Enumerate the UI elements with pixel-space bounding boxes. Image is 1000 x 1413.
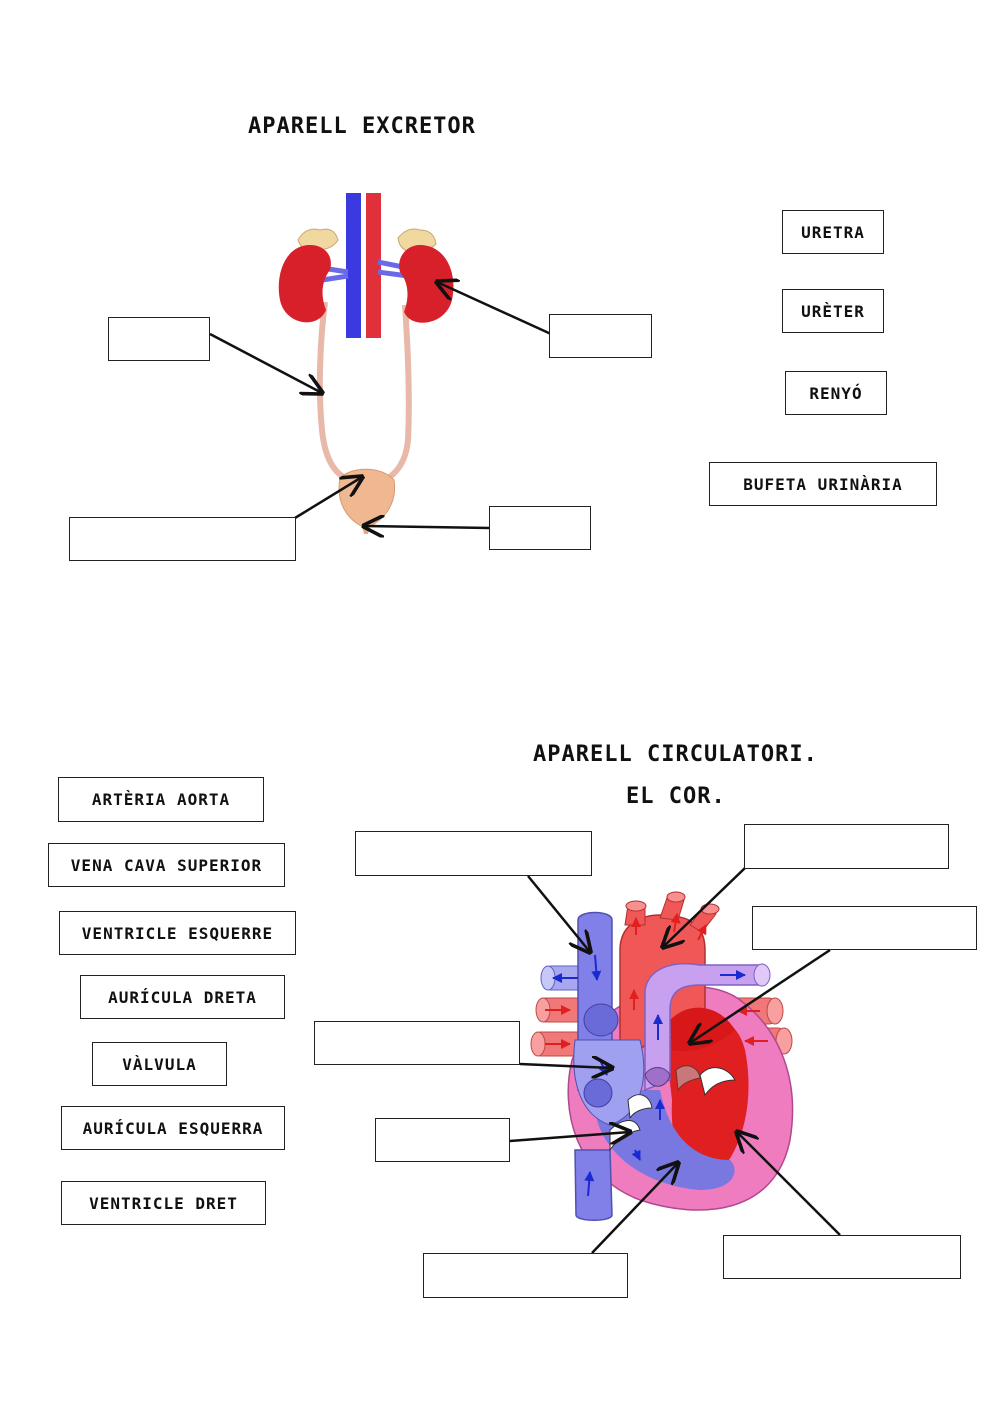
ureter-left (316, 301, 352, 483)
circulatori-title: APARELL CIRCULATORI. (533, 742, 818, 767)
word-arteria-aorta[interactable]: ARTÈRIA AORTA (58, 777, 264, 822)
word-uretra[interactable]: URETRA (782, 210, 884, 254)
word-bufeta-urinaria[interactable]: BUFETA URINÀRIA (709, 462, 937, 506)
word-ventricle-dret[interactable]: VENTRICLE DRET (61, 1181, 266, 1225)
excretor-pointer-lines (209, 282, 552, 528)
word-auricula-dreta[interactable]: AURÍCULA DRETA (80, 975, 285, 1019)
word-vena-cava-superior[interactable]: VENA CAVA SUPERIOR (48, 843, 285, 887)
inferior-vena-cava (574, 1149, 613, 1221)
word-ventricle-esquerre[interactable]: VENTRICLE ESQUERRE (59, 911, 296, 955)
arrow-to-aorta (663, 867, 746, 947)
arrow-to-ureter (209, 332, 322, 393)
drop-zone-right-atrium[interactable] (314, 1021, 520, 1065)
kidney-left (278, 245, 331, 323)
arrow-to-urethra (364, 526, 491, 528)
bladder (338, 468, 396, 529)
arrow-to-bladder (294, 477, 362, 520)
drop-zone-vena-cava[interactable] (355, 831, 592, 876)
valve-extra (627, 1094, 653, 1120)
valve-aortic (675, 1065, 701, 1092)
arrow-to-left-atrium (690, 948, 831, 1043)
arrow-to-valve (509, 1132, 630, 1141)
word-auricula-esquerra[interactable]: AURÍCULA ESQUERRA (61, 1106, 285, 1150)
drop-zone-right-ventricle[interactable] (423, 1253, 628, 1298)
word-valvula[interactable]: VÀLVULA (92, 1042, 227, 1086)
kidney-right (399, 245, 454, 323)
word-renyo[interactable]: RENYÓ (785, 371, 887, 415)
arrow-to-left-ventricle (737, 1132, 841, 1236)
word-ureter[interactable]: URÈTER (782, 289, 884, 333)
drop-zone-valve[interactable] (375, 1118, 510, 1162)
aorta-abdominal (366, 193, 381, 338)
valve-mitral (699, 1067, 736, 1097)
drop-zone-kidney[interactable] (549, 314, 652, 358)
drop-zone-urethra[interactable] (489, 506, 591, 550)
vena-cava (346, 193, 361, 338)
urinary-system-illustration (278, 193, 454, 534)
arrow-to-kidney (437, 282, 552, 336)
drop-zone-bladder[interactable] (69, 517, 296, 561)
vena-cava-opening-upper (583, 1003, 619, 1037)
vena-cava-opening-lower (583, 1078, 613, 1108)
drop-zone-left-ventricle[interactable] (723, 1235, 961, 1279)
drop-zone-ureter[interactable] (108, 317, 210, 361)
circulatori-subtitle: EL COR. (626, 784, 726, 809)
arrow-to-right-ventricle (591, 1163, 678, 1254)
arrow-to-right-atrium (519, 1064, 612, 1068)
ureter-right (383, 304, 412, 483)
drop-zone-aorta[interactable] (744, 824, 949, 869)
heart-pointer-lines (509, 867, 841, 1254)
arrow-to-vena-cava (527, 875, 590, 952)
drop-zone-left-atrium[interactable] (752, 906, 977, 950)
excretor-title: APARELL EXCRETOR (248, 114, 476, 139)
valve-pulmonary (644, 1067, 671, 1087)
